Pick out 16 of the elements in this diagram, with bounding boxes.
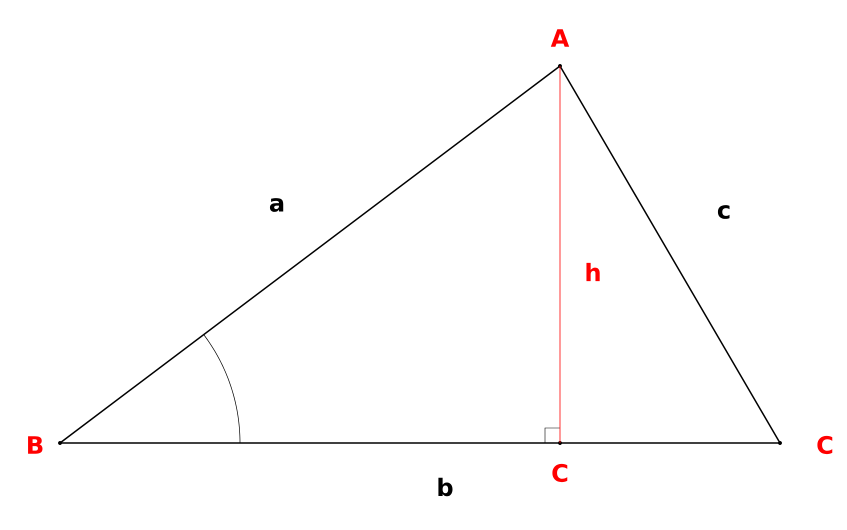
- edge-label: c: [718, 205, 730, 219]
- triangle-side: [559, 66, 781, 444]
- vertex-point: [58, 441, 62, 445]
- vertex-label: B: [28, 436, 42, 454]
- edge-label: h: [586, 262, 600, 282]
- vertex-label: A: [550, 29, 570, 47]
- edge-label: b: [438, 478, 452, 496]
- vertex-point: [558, 64, 562, 68]
- vertex-label: C: [817, 436, 832, 454]
- edge-label: a: [270, 198, 284, 212]
- vertex-point: [558, 441, 562, 445]
- triangle-side: [60, 442, 560, 444]
- triangle-side: [560, 442, 780, 444]
- triangle-side: [60, 65, 560, 444]
- vertex-point: [778, 441, 782, 445]
- vertex-label: C: [552, 464, 568, 482]
